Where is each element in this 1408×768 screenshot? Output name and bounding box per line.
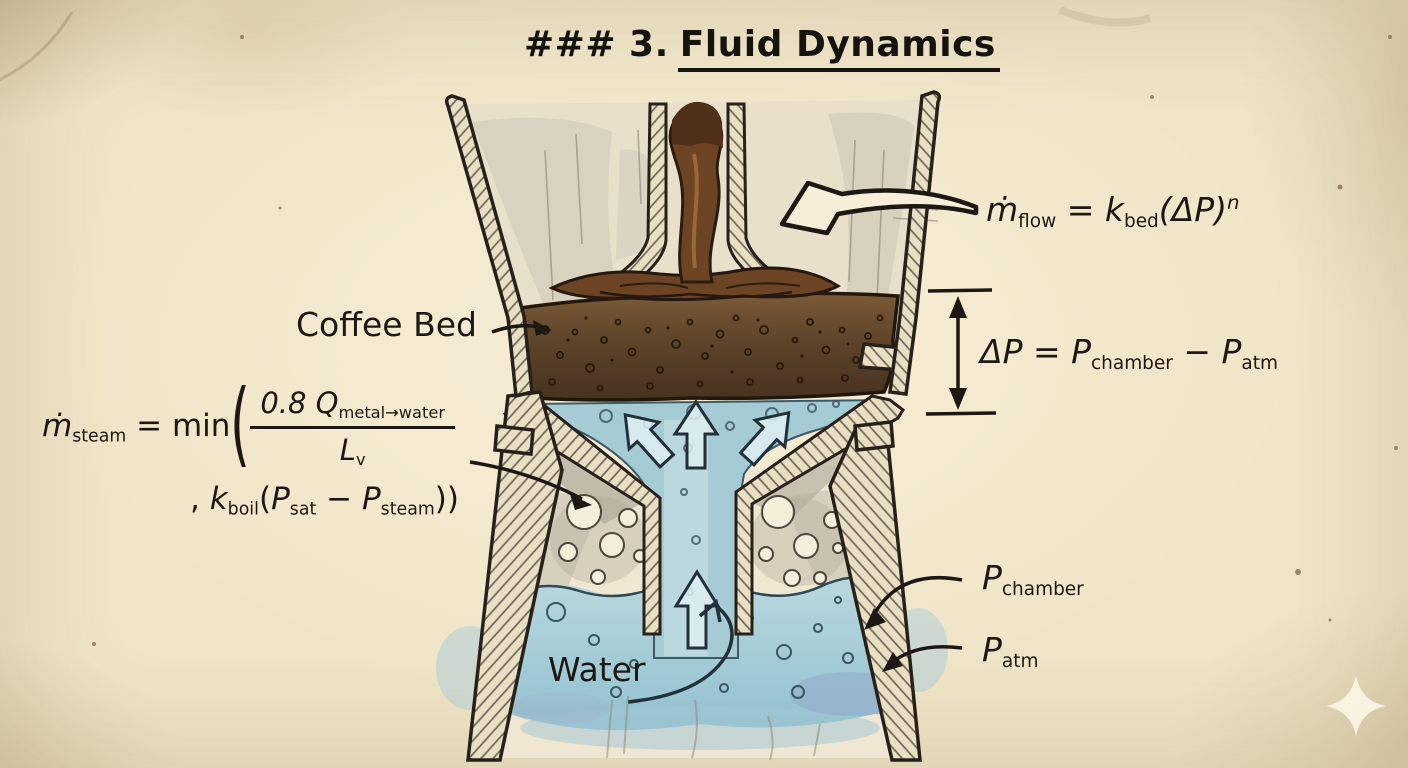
msteam-fraction: 0.8 Qmetal→water Lv	[250, 386, 455, 469]
mflow-lhs: ṁ	[986, 190, 1019, 229]
msteam-p2: P	[361, 481, 381, 518]
steam-eq-arrow	[469, 460, 592, 510]
title-prefix: ### 3.	[524, 24, 669, 65]
msteam-equals: = min	[126, 408, 231, 445]
msteam-numerator: 0.8 Qmetal→water	[250, 386, 455, 430]
p-chamber-arrow	[864, 575, 963, 630]
deltap-p1: P	[1071, 332, 1092, 371]
riser-tube	[548, 101, 841, 302]
deltap-p1-sub: chamber	[1091, 352, 1173, 374]
mflow-argument: (ΔP)	[1158, 190, 1228, 229]
deltap-lhs: ΔP =	[980, 332, 1072, 371]
eq-steam-mass: ṁsteam = min ( 0.8 Qmetal→water Lv , kbo…	[42, 369, 459, 520]
msteam-denominator: Lv	[339, 433, 366, 470]
vessel-walls	[444, 90, 942, 762]
p-atm-arrow	[882, 644, 963, 672]
label-p-chamber: Pchamber	[982, 558, 1084, 600]
mflow-lhs-sub: flow	[1018, 210, 1057, 232]
msteam-open-paren: (	[230, 369, 251, 477]
msteam-close-parens: ))	[434, 481, 459, 518]
paper-stains	[0, 6, 1398, 761]
eq-pressure-difference: ΔP = Pchamber − Patm	[980, 332, 1278, 374]
msteam-lhs-sub: steam	[72, 426, 127, 447]
deltap-minus: −	[1172, 332, 1222, 371]
delta-p-measure-arrow	[925, 288, 997, 416]
deltap-p2: P	[1221, 332, 1242, 371]
msteam-coeff: k	[209, 481, 228, 518]
annotation-arrows	[469, 180, 997, 672]
mflow-coeff: k	[1104, 190, 1124, 229]
label-p-atm: Patm	[982, 630, 1039, 672]
msteam-minus: −	[316, 481, 362, 518]
flow-arrows	[623, 399, 791, 704]
mflow-coeff-sub: bed	[1123, 210, 1159, 232]
msteam-lhs: ṁ	[42, 408, 73, 445]
mass-flow-arrow	[779, 180, 979, 236]
label-coffee-bed: Coffee Bed	[296, 305, 477, 344]
coffee-bed	[516, 291, 900, 402]
coffee-fountain	[548, 101, 841, 302]
msteam-inner-open: (	[258, 481, 272, 518]
sparkle-icon	[1326, 676, 1386, 736]
msteam-p1: P	[271, 481, 290, 518]
eq-mass-flow: ṁflow = kbed(ΔP)n	[986, 190, 1240, 232]
deltap-p2-sub: atm	[1241, 352, 1278, 374]
label-water: Water	[548, 650, 646, 689]
msteam-coeff-sub: boil	[227, 499, 259, 520]
mflow-equals: =	[1056, 190, 1105, 229]
steam-eq-line2: , kboil(Psat − Psteam))	[190, 481, 459, 520]
mflow-exponent: n	[1227, 191, 1240, 215]
steam-eq-line1: ṁsteam = min ( 0.8 Qmetal→water Lv	[42, 369, 459, 477]
page-title: ### 3.Fluid Dynamics	[524, 24, 1000, 72]
coffee-bed-arrow	[491, 320, 552, 336]
title-underlined-text: Fluid Dynamics	[677, 24, 1000, 72]
msteam-p2-sub: steam	[380, 499, 435, 520]
msteam-p1-sub: sat	[289, 499, 317, 520]
msteam-comma: ,	[190, 481, 210, 518]
